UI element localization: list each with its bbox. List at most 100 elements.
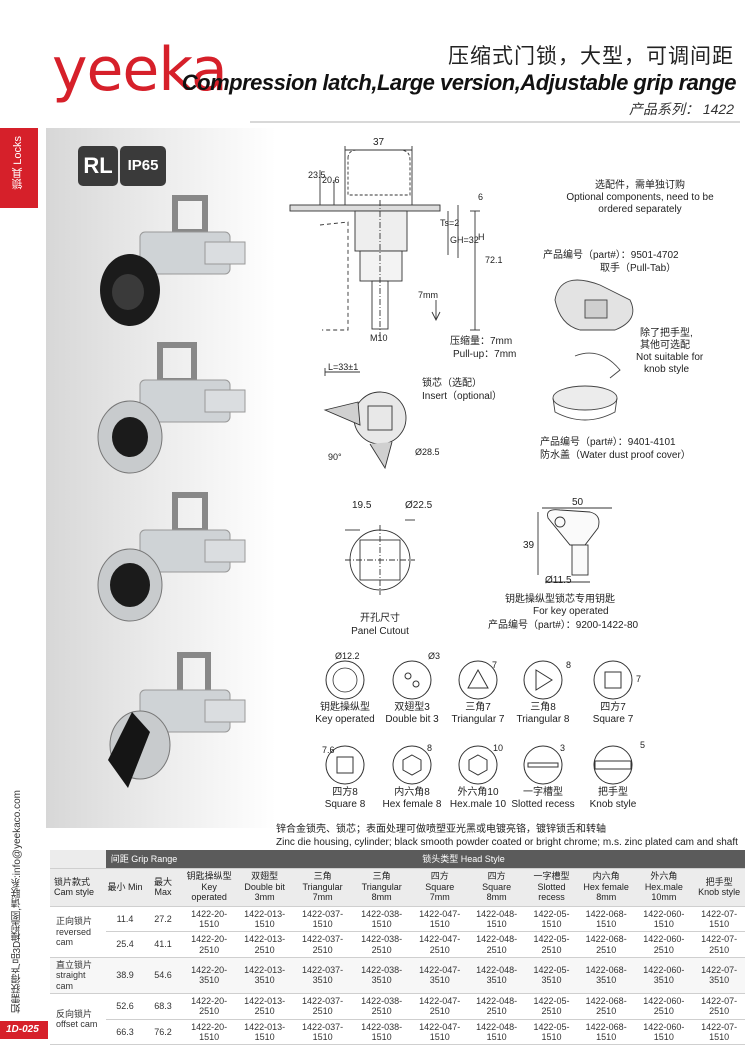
part-number-cell: 1422-037-3510 (293, 957, 353, 994)
dim-72-1: 72.1 (485, 255, 503, 265)
cam-style-cell: 直立锁片 straight cam (50, 957, 106, 994)
insert-en: Insert（optional） (422, 391, 503, 402)
insert-type-cn: 内六角8 (394, 787, 430, 798)
dim-ts: Ts=2 (440, 218, 460, 228)
part-number-cell: 1422-060-1510 (634, 906, 694, 933)
insert-type-dim: 7.6 (322, 745, 335, 755)
insert-type-cn: 钥匙操纵型 (320, 702, 370, 713)
part-number-cell: 1422-038-2510 (352, 931, 412, 958)
grip-max-cell: 41.1 (144, 931, 182, 958)
insert-type-en: Slotted recess (511, 799, 575, 810)
page-title-cn: 压缩式门锁，大型，可调间距 (448, 45, 734, 68)
insert-type-cn: 三角7 (465, 702, 491, 713)
latch-photo-knob (108, 652, 246, 788)
part-number-cell: 1422-060-2510 (634, 993, 694, 1020)
insert-type-en: Square 7 (592, 714, 634, 725)
part-number-cell: 1422-013-3510 (236, 957, 294, 994)
material-en: Zinc die housing, cylinder; black smooth… (276, 837, 738, 848)
grip-max-cell: 76.2 (144, 1019, 182, 1046)
cutout-cn: 开孔尺寸 (360, 613, 400, 624)
grip-min-cell: 11.4 (106, 906, 144, 933)
part-number-cell: 1422-068-2510 (577, 993, 635, 1020)
column-header: 三角 Triangular 8mm (352, 868, 412, 907)
part-number-cell: 1422-05-1510 (525, 906, 578, 933)
part-number-cell: 1422-05-3510 (525, 957, 578, 994)
insert-type-en: Knob style (589, 799, 637, 810)
insert-cn: 锁芯（选配） (422, 378, 482, 389)
insert-type-dim: Ø12.2 (335, 651, 360, 661)
pull-up-cn: 压缩量：7mm (450, 336, 513, 347)
spec-table: 间距 Grip Range 锁头类型 Head Style 锁片款式 Cam s… (50, 850, 745, 1046)
insert-type-en: Key operated (315, 714, 375, 725)
part-number-cell: 1422-048-2510 (468, 993, 526, 1020)
not-suitable-cn-1: 除了把手型, (640, 328, 693, 339)
insert-type-cn: 三角8 (530, 702, 556, 713)
min-header: 最小 Min (106, 868, 144, 907)
product-series: 产品系列： 1422 (628, 101, 734, 117)
part-number-cell: 1422-047-2510 (411, 931, 469, 958)
insert-type-dim: 5 (640, 740, 646, 750)
key-dim-50: 50 (572, 497, 584, 508)
insert-dim-dia: Ø28.5 (415, 447, 440, 457)
dim-m10: M10 (370, 333, 388, 343)
material-cn: 锌合金锁壳、锁芯；表面处理可做喷塑亚光黑或电镀亮铬，镀锌锁舌和转轴 (276, 824, 606, 835)
part-number-cell: 1422-047-1510 (411, 1019, 469, 1046)
part-number-cell: 1422-038-1510 (352, 1019, 412, 1046)
column-header: 钥匙操纵型 Key operated (182, 868, 237, 907)
part-number-cell: 1422-047-2510 (411, 993, 469, 1020)
part-number-cell: 1422-037-2510 (293, 993, 353, 1020)
part-number-cell: 1422-20-3510 (182, 957, 237, 994)
column-header: 四方 Square 8mm (468, 868, 526, 907)
part-number-cell: 1422-013-2510 (236, 993, 294, 1020)
insert-type-cn: 把手型 (598, 787, 628, 798)
latch-photo-black-keyed (100, 195, 246, 326)
grip-min-cell: 25.4 (106, 931, 144, 958)
part-number-cell: 1422-07-2510 (693, 931, 745, 958)
pull-tab-sketch (554, 279, 634, 331)
dim-7mm: 7mm (418, 290, 438, 300)
part-number-cell: 1422-048-1510 (468, 906, 526, 933)
optional-en-2: ordered separately (598, 204, 682, 215)
insert-drawing (323, 368, 407, 470)
table-header-blank (50, 850, 106, 869)
insert-type-dim: 7 (636, 674, 642, 684)
grip-range-header: 间距 Grip Range (106, 850, 182, 869)
part-number-cell: 1422-05-2510 (525, 993, 578, 1020)
insert-type-cn: 四方7 (600, 702, 626, 713)
insert-type-en: Hex.male 10 (449, 799, 507, 810)
part-number-cell: 1422-038-1510 (352, 906, 412, 933)
insert-type-dim: Ø3 (428, 651, 441, 661)
part-number-cell: 1422-07-1510 (693, 906, 745, 933)
dim-gh: GH=32 (450, 235, 479, 245)
part-number-cell: 1422-20-2510 (182, 993, 237, 1020)
column-header: 一字槽型 Slotted recess (525, 868, 578, 907)
dust-cover-sketch (552, 352, 621, 421)
dim-h: H (478, 232, 485, 242)
insert-type-en: Triangular 7 (451, 714, 505, 725)
not-suitable-cn-2: 其他可选配 (640, 340, 690, 351)
insert-dim-angle: 90° (328, 452, 342, 462)
part-number-cell: 1422-048-1510 (468, 1019, 526, 1046)
insert-type-cn: 四方8 (332, 787, 358, 798)
part-number-cell: 1422-037-1510 (293, 906, 353, 933)
grip-max-cell: 27.2 (144, 906, 182, 933)
latch-section-drawing (289, 146, 480, 340)
category-tab: 锁具 Locks (0, 128, 38, 208)
cutout-drawing (345, 519, 415, 595)
cutout-dim-dia: Ø22.5 (405, 500, 433, 511)
pull-tab-name: 取手（Pull-Tab） (600, 263, 677, 274)
column-header: 四方 Square 7mm (411, 868, 469, 907)
part-number-cell: 1422-20-1510 (182, 906, 237, 933)
key-drawing (537, 507, 612, 583)
key-dim-39: 39 (523, 540, 535, 551)
pull-up-en: Pull-up：7mm (453, 349, 517, 360)
not-suitable-en-2: knob style (644, 364, 690, 375)
column-header: 外六角 Hex.male 10mm (634, 868, 694, 907)
